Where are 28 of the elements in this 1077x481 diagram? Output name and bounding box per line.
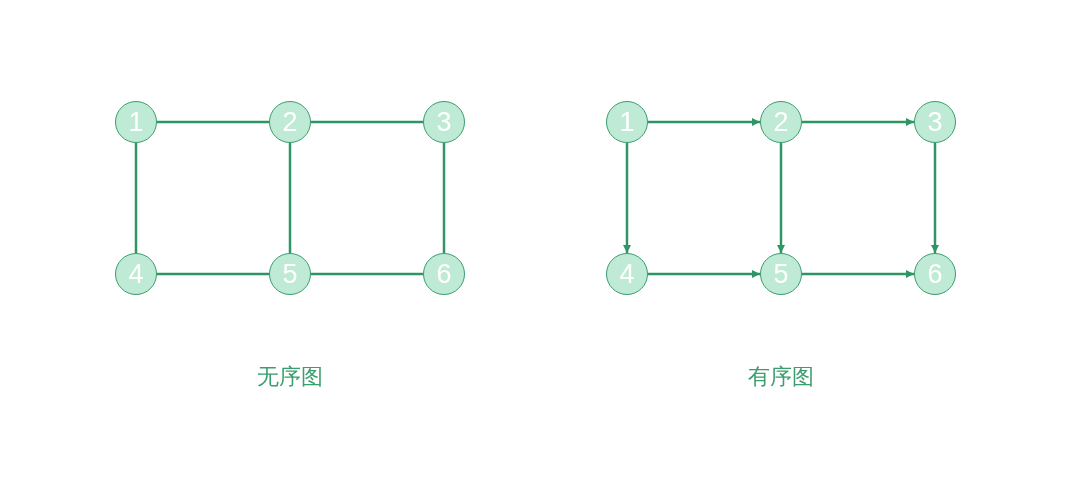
arrow	[648, 118, 760, 126]
arrow	[931, 143, 939, 253]
connector-line	[311, 120, 423, 124]
graph-caption: 无序图	[257, 363, 323, 391]
vertex-circle: 6	[914, 253, 956, 295]
arrow	[802, 270, 914, 278]
connector-line	[288, 143, 292, 253]
vertex-circle: 3	[423, 101, 465, 143]
connector-line	[157, 120, 269, 124]
connector-line	[134, 143, 138, 253]
vertex-circle: 2	[269, 101, 311, 143]
vertex-circle: 3	[914, 101, 956, 143]
arrow	[777, 143, 785, 253]
arrow	[623, 143, 631, 253]
connector-line	[442, 143, 446, 253]
vertex-circle: 4	[115, 253, 157, 295]
arrow	[802, 118, 914, 126]
connector-line	[157, 272, 269, 276]
vertex-circle: 2	[760, 101, 802, 143]
graph-caption: 有序图	[748, 363, 814, 391]
vertex-circle: 4	[606, 253, 648, 295]
vertex-circle: 6	[423, 253, 465, 295]
vertex-circle: 1	[606, 101, 648, 143]
arrow	[648, 270, 760, 278]
vertex-circle: 5	[760, 253, 802, 295]
vertex-circle: 1	[115, 101, 157, 143]
vertex-circle: 5	[269, 253, 311, 295]
connector-line	[311, 272, 423, 276]
